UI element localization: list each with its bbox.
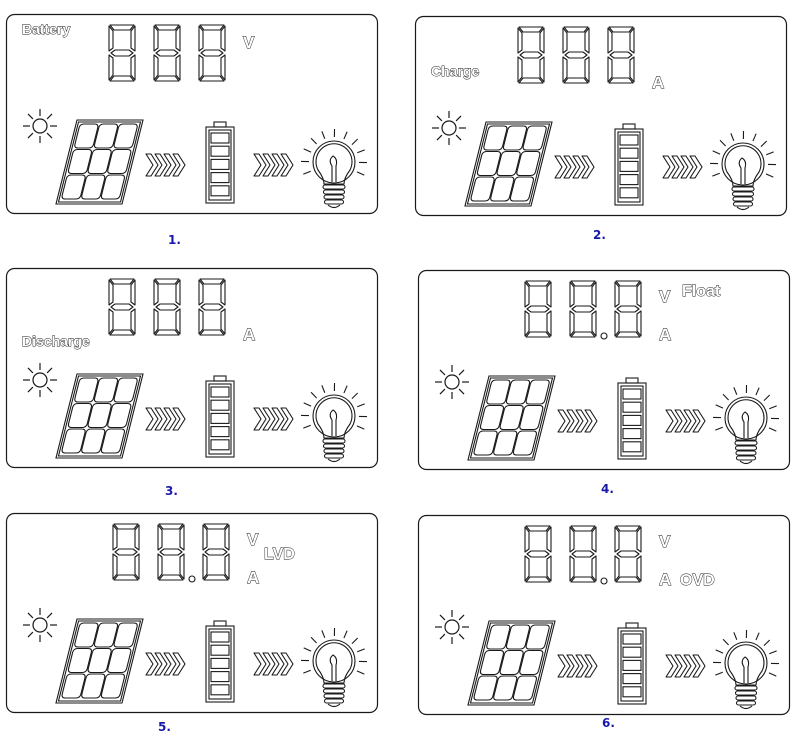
lightbulb-icon bbox=[300, 382, 368, 463]
seven-segment-digit bbox=[108, 278, 136, 336]
seven-segment-digit bbox=[198, 278, 226, 336]
seven-segment-digit bbox=[112, 523, 140, 581]
seven-segment-digit bbox=[569, 525, 597, 583]
mode-label: OVD bbox=[680, 572, 715, 589]
battery-icon bbox=[617, 377, 647, 460]
sun-icon bbox=[23, 608, 57, 642]
seven-segment-digit bbox=[569, 280, 597, 338]
lcd-frame bbox=[417, 269, 791, 471]
lcd-panel-1: V Battery bbox=[5, 13, 379, 215]
lightbulb-icon bbox=[300, 128, 368, 209]
battery-icon bbox=[205, 620, 235, 703]
chevron-arrows-icon bbox=[145, 153, 186, 177]
unit-label: A bbox=[243, 325, 255, 344]
panel-caption: 6. bbox=[602, 716, 615, 730]
panel-caption: 2. bbox=[593, 228, 606, 242]
seven-segment-digit bbox=[607, 26, 635, 84]
seven-segment-digit bbox=[108, 24, 136, 82]
chevron-arrows-icon bbox=[665, 409, 706, 433]
chevron-arrows-icon bbox=[253, 652, 294, 676]
seven-segment-digit bbox=[153, 278, 181, 336]
decimal-point bbox=[600, 577, 608, 585]
chevron-arrows-icon bbox=[145, 652, 186, 676]
lcd-frame bbox=[5, 512, 379, 714]
lcd-frame bbox=[417, 514, 791, 716]
solar-panel-icon bbox=[55, 373, 144, 459]
sun-icon bbox=[435, 365, 469, 399]
chevron-arrows-icon bbox=[557, 654, 598, 678]
chevron-arrows-icon bbox=[145, 407, 186, 431]
chevron-arrows-icon bbox=[662, 155, 703, 179]
unit-label: A bbox=[652, 73, 664, 92]
unit-label-volts: V bbox=[247, 530, 259, 549]
seven-segment-digit bbox=[517, 26, 545, 84]
lightbulb-icon bbox=[712, 384, 780, 465]
chevron-arrows-icon bbox=[253, 153, 294, 177]
mode-label: Discharge bbox=[22, 333, 90, 349]
mode-label: Battery bbox=[22, 21, 70, 37]
seven-segment-digit bbox=[524, 280, 552, 338]
battery-icon bbox=[205, 375, 235, 458]
seven-segment-digit bbox=[562, 26, 590, 84]
seven-segment-digit bbox=[153, 24, 181, 82]
lightbulb-icon bbox=[300, 627, 368, 708]
solar-panel-icon bbox=[55, 618, 144, 704]
panel-caption: 5. bbox=[158, 720, 171, 734]
panel-caption: 1. bbox=[168, 233, 181, 247]
unit-label-amps: A bbox=[247, 568, 259, 587]
solar-panel-icon bbox=[55, 119, 144, 205]
unit-label-volts: V bbox=[659, 287, 671, 306]
lcd-frame bbox=[5, 267, 379, 469]
seven-segment-digit bbox=[157, 523, 185, 581]
solar-panel-icon bbox=[467, 375, 556, 461]
chevron-arrows-icon bbox=[665, 654, 706, 678]
unit-label-amps: A bbox=[659, 570, 671, 589]
seven-segment-digit bbox=[198, 24, 226, 82]
lightbulb-icon bbox=[709, 130, 777, 211]
seven-segment-digit bbox=[614, 525, 642, 583]
panel-caption: 4. bbox=[601, 482, 614, 496]
unit-label-volts: V bbox=[659, 532, 671, 551]
seven-segment-digit bbox=[614, 280, 642, 338]
lcd-frame bbox=[414, 15, 788, 217]
lightbulb-icon bbox=[712, 629, 780, 710]
mode-label: Float bbox=[682, 283, 721, 300]
battery-icon bbox=[205, 121, 235, 204]
battery-icon bbox=[617, 622, 647, 705]
lcd-panel-3: A Discharge bbox=[5, 267, 379, 469]
sun-icon bbox=[432, 111, 466, 145]
sun-icon bbox=[435, 610, 469, 644]
panel-caption: 3. bbox=[165, 484, 178, 498]
seven-segment-digit bbox=[524, 525, 552, 583]
lcd-panel-2: A Charge bbox=[414, 15, 788, 217]
mode-label: Charge bbox=[431, 63, 479, 79]
solar-panel-icon bbox=[467, 620, 556, 706]
unit-label: V bbox=[243, 33, 255, 52]
lcd-frame bbox=[5, 13, 379, 215]
mode-label: LVD bbox=[264, 546, 295, 563]
solar-panel-icon bbox=[464, 121, 553, 207]
decimal-point bbox=[188, 575, 196, 583]
chevron-arrows-icon bbox=[557, 409, 598, 433]
chevron-arrows-icon bbox=[253, 407, 294, 431]
sun-icon bbox=[23, 109, 57, 143]
seven-segment-digit bbox=[202, 523, 230, 581]
battery-icon bbox=[614, 123, 644, 206]
unit-label-amps: A bbox=[659, 325, 671, 344]
decimal-point bbox=[600, 332, 608, 340]
sun-icon bbox=[23, 363, 57, 397]
chevron-arrows-icon bbox=[554, 155, 595, 179]
